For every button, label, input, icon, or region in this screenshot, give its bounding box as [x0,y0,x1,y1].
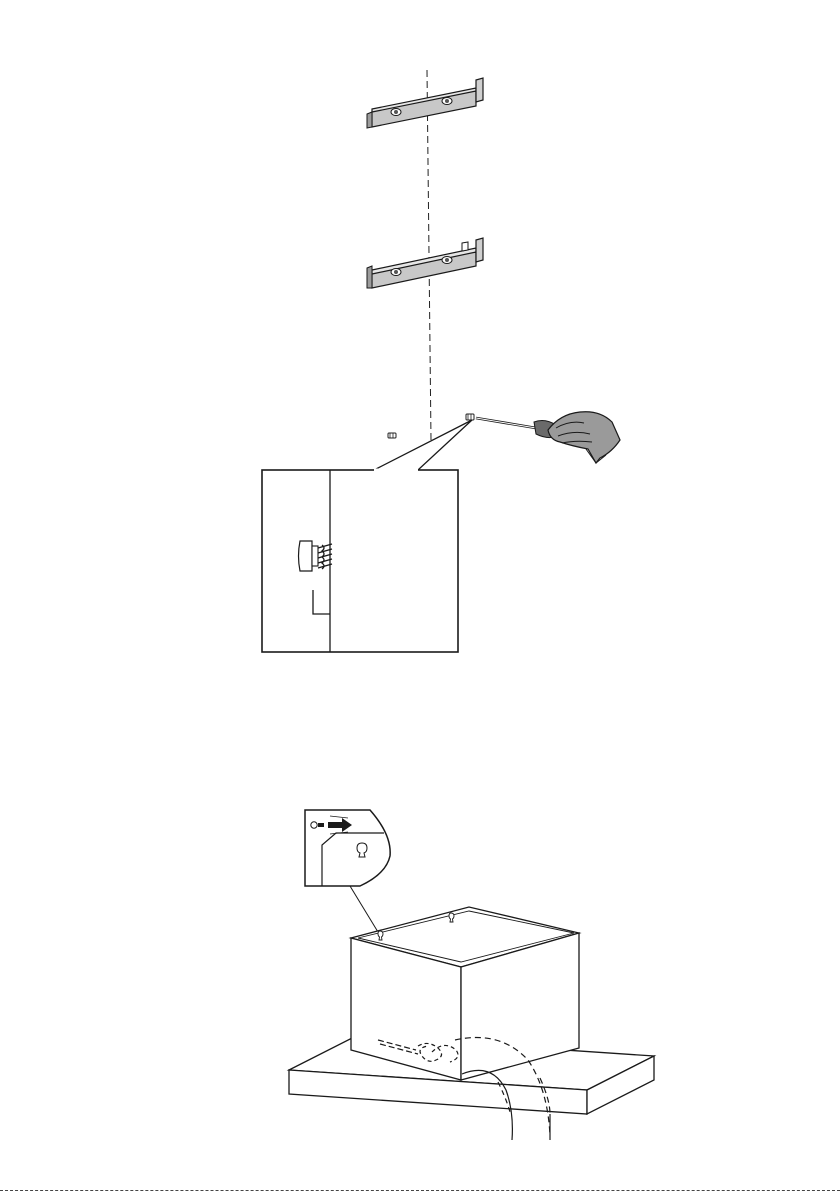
upper-bracket [367,78,483,128]
callout-leader [350,886,378,932]
screw-detail-callout [262,470,458,652]
gloved-hand [548,412,620,463]
hood-hanging-figure [289,810,654,1140]
wall-screw-left [388,433,396,438]
bracket-mounting-figure [262,70,620,652]
page-bottom-rule [0,1190,840,1191]
wall-screw-right [466,414,474,420]
lower-bracket [367,238,483,288]
chimney-box [351,907,579,1080]
callout-pointer [374,420,472,470]
keyhole-detail-callout [305,810,390,886]
screwdriver [476,418,558,438]
plumb-line [427,70,431,440]
